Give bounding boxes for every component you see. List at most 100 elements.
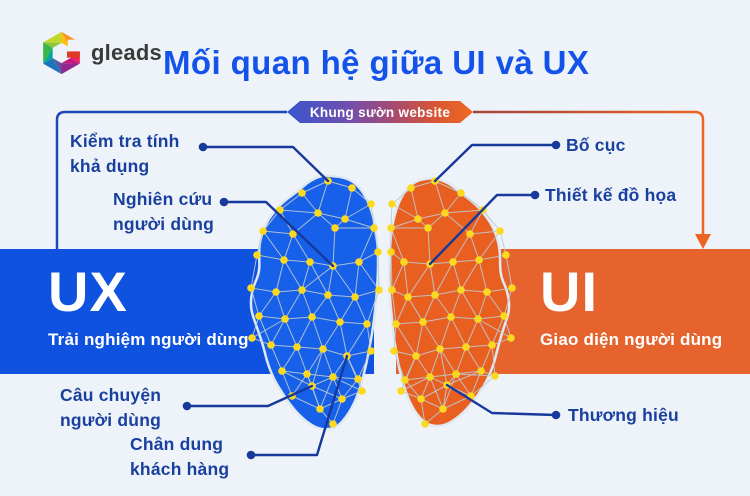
mesh-node-dot bbox=[324, 291, 332, 299]
mesh-node-dot bbox=[404, 293, 412, 301]
network-mesh-left bbox=[247, 177, 383, 428]
network-mesh-right bbox=[387, 177, 516, 428]
mesh-node-dot bbox=[449, 258, 457, 266]
mesh-node-dot bbox=[390, 347, 398, 355]
callout-connector bbox=[428, 190, 540, 266]
ui-subtitle: Giao diện người dùng bbox=[540, 330, 723, 350]
mesh-node-dot bbox=[388, 286, 396, 294]
mesh-node-dot bbox=[466, 230, 474, 238]
mesh-node-dot bbox=[289, 230, 297, 238]
callout-layout: Bố cục bbox=[566, 135, 626, 155]
arrow-down-icon bbox=[695, 234, 711, 249]
mesh-node-dot bbox=[507, 334, 515, 342]
mesh-node-dot bbox=[457, 286, 465, 294]
frame-line-right bbox=[473, 110, 705, 234]
mesh-node-dot bbox=[341, 215, 349, 223]
mesh-node-dot bbox=[255, 312, 263, 320]
ux-blob bbox=[252, 176, 377, 429]
mesh-node-dot bbox=[419, 318, 427, 326]
mesh-node-dot bbox=[426, 373, 434, 381]
mesh-node-dot bbox=[488, 341, 496, 349]
mesh-node-dot bbox=[400, 258, 408, 266]
mesh-node-dot bbox=[392, 320, 400, 328]
mesh-node-dot bbox=[363, 320, 371, 328]
connector-dot bbox=[219, 197, 229, 207]
connector-dot bbox=[551, 410, 561, 420]
mesh-node-dot bbox=[388, 200, 396, 208]
mesh-node-dot bbox=[375, 286, 383, 294]
mesh-node-dot bbox=[407, 184, 415, 192]
mesh-node-dot bbox=[336, 318, 344, 326]
ui-blob bbox=[390, 179, 508, 425]
callout-branding: Thương hiệu bbox=[568, 405, 679, 425]
mesh-node-dot bbox=[474, 315, 482, 323]
mesh-node-dot bbox=[496, 227, 504, 235]
wireframe-banner-label: Khung sườn website bbox=[309, 104, 451, 120]
mesh-node-dot bbox=[259, 227, 267, 235]
mesh-node-dot bbox=[358, 387, 366, 395]
mesh-node-dot bbox=[441, 209, 449, 217]
mesh-node-dot bbox=[500, 312, 508, 320]
mesh-node-dot bbox=[457, 189, 465, 197]
callout-usability-testing: Kiểm tra tính khả dụng bbox=[70, 131, 180, 177]
mesh-node-dot bbox=[319, 345, 327, 353]
mesh-node-dot bbox=[303, 370, 311, 378]
mesh-node-dot bbox=[280, 256, 288, 264]
mesh-node-dot bbox=[439, 405, 447, 413]
mesh-node-dot bbox=[502, 251, 510, 259]
callout-connector bbox=[433, 140, 561, 183]
callout-connector bbox=[198, 142, 330, 183]
mesh-node-dot bbox=[267, 341, 275, 349]
connector-dot bbox=[551, 140, 561, 150]
ux-subtitle: Trải nghiệm người dùng bbox=[48, 330, 249, 350]
mesh-node-dot bbox=[508, 284, 516, 292]
mesh-node-dot bbox=[374, 248, 382, 256]
frame-line-left bbox=[55, 110, 287, 249]
connector-dot bbox=[198, 142, 208, 152]
mesh-node-dot bbox=[351, 293, 359, 301]
connector-dot bbox=[246, 450, 256, 460]
callout-user-story: Câu chuyện người dùng bbox=[60, 385, 162, 431]
callout-connector bbox=[182, 384, 314, 411]
mesh-node-dot bbox=[316, 405, 324, 413]
connector-dot bbox=[530, 190, 540, 200]
gleads-logo: gleads bbox=[38, 28, 162, 78]
mesh-node-dot bbox=[298, 189, 306, 197]
callout-connector bbox=[246, 354, 349, 460]
connector-dot bbox=[182, 401, 192, 411]
mesh-node-dot bbox=[387, 248, 395, 256]
mesh-node-dot bbox=[329, 420, 337, 428]
mesh-node-dot bbox=[397, 387, 405, 395]
mesh-node-dot bbox=[308, 313, 316, 321]
mesh-node-dot bbox=[354, 375, 362, 383]
mesh-node-dot bbox=[436, 345, 444, 353]
mesh-node-dot bbox=[475, 256, 483, 264]
mesh-node-dot bbox=[348, 184, 356, 192]
callout-connector bbox=[445, 383, 561, 420]
mesh-node-dot bbox=[387, 224, 395, 232]
mesh-node-dot bbox=[417, 395, 425, 403]
mesh-node-dot bbox=[477, 367, 485, 375]
mesh-node-dot bbox=[424, 224, 432, 232]
mesh-node-dot bbox=[401, 376, 409, 384]
mesh-node-dot bbox=[414, 215, 422, 223]
mesh-node-dot bbox=[367, 347, 375, 355]
mesh-node-dot bbox=[447, 313, 455, 321]
mesh-node-dot bbox=[462, 343, 470, 351]
page-title: Mối quan hệ giữa UI và UX bbox=[163, 44, 590, 81]
mesh-node-dot bbox=[452, 370, 460, 378]
callout-graphic-design: Thiết kế đồ họa bbox=[545, 185, 677, 205]
mesh-node-dot bbox=[253, 251, 261, 259]
mesh-node-dot bbox=[281, 315, 289, 323]
ux-abbr: UX bbox=[48, 260, 128, 323]
ui-abbr: UI bbox=[540, 260, 598, 323]
wireframe-banner: Khung sườn website bbox=[287, 101, 473, 123]
mesh-node-dot bbox=[329, 373, 337, 381]
mesh-node-dot bbox=[421, 420, 429, 428]
mesh-node-dot bbox=[278, 367, 286, 375]
gleads-logo-text: gleads bbox=[91, 40, 162, 65]
mesh-node-dot bbox=[247, 284, 255, 292]
mesh-node-dot bbox=[298, 286, 306, 294]
